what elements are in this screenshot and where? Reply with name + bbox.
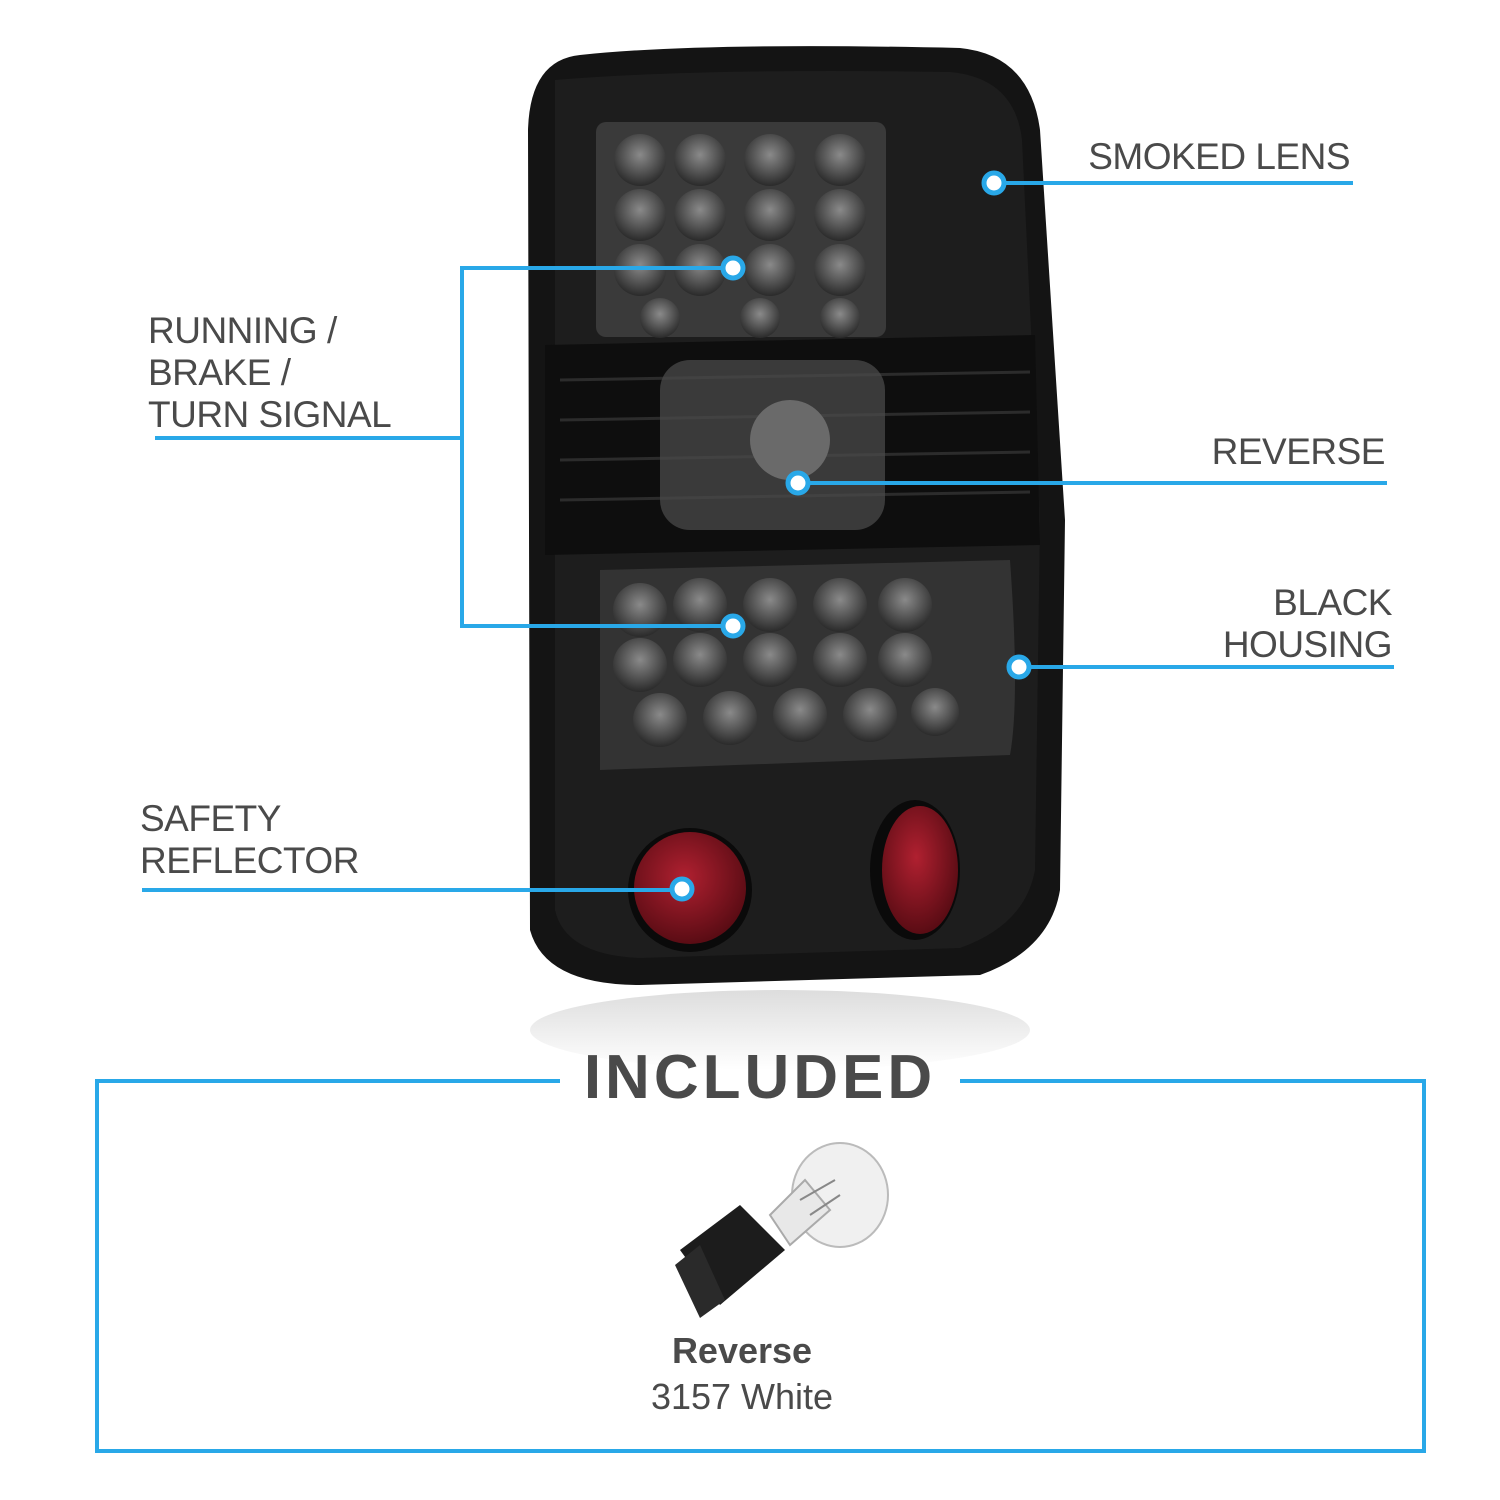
included-item-name: Reverse [671, 1330, 813, 1371]
label-black-housing-line2: HOUSING [1222, 624, 1393, 665]
floor-reflection [530, 990, 1030, 1070]
label-smoked-lens: SMOKED LENS [1088, 136, 1350, 177]
label-running-line1: RUNNING / [148, 310, 337, 351]
label-running-line2: BRAKE / [148, 352, 291, 393]
included-item-spec: 3157 White [650, 1376, 834, 1417]
upper-led-section [596, 122, 886, 337]
callout-lines [142, 181, 1394, 892]
label-reverse: REVERSE [1211, 431, 1386, 472]
callout-dot-reverse [785, 470, 811, 496]
callout-dot-running-lower [720, 613, 746, 639]
callout-dot-smoked-lens [981, 170, 1007, 196]
label-safety-reflector-line1: SAFETY [140, 798, 281, 839]
included-title: INCLUDED [583, 1043, 937, 1112]
right-safety-reflector [882, 806, 958, 934]
label-black-housing-line1: BLACK [1273, 582, 1392, 623]
included-box [95, 1079, 1426, 1453]
bulb-3157-image [675, 1142, 889, 1318]
label-safety-reflector-line2: REFLECTOR [140, 840, 359, 881]
callout-dot-safety-reflector [669, 876, 695, 902]
callout-dot-running-upper [720, 255, 746, 281]
label-running-line3: TURN SIGNAL [148, 394, 392, 435]
callout-dot-black-housing [1006, 654, 1032, 680]
